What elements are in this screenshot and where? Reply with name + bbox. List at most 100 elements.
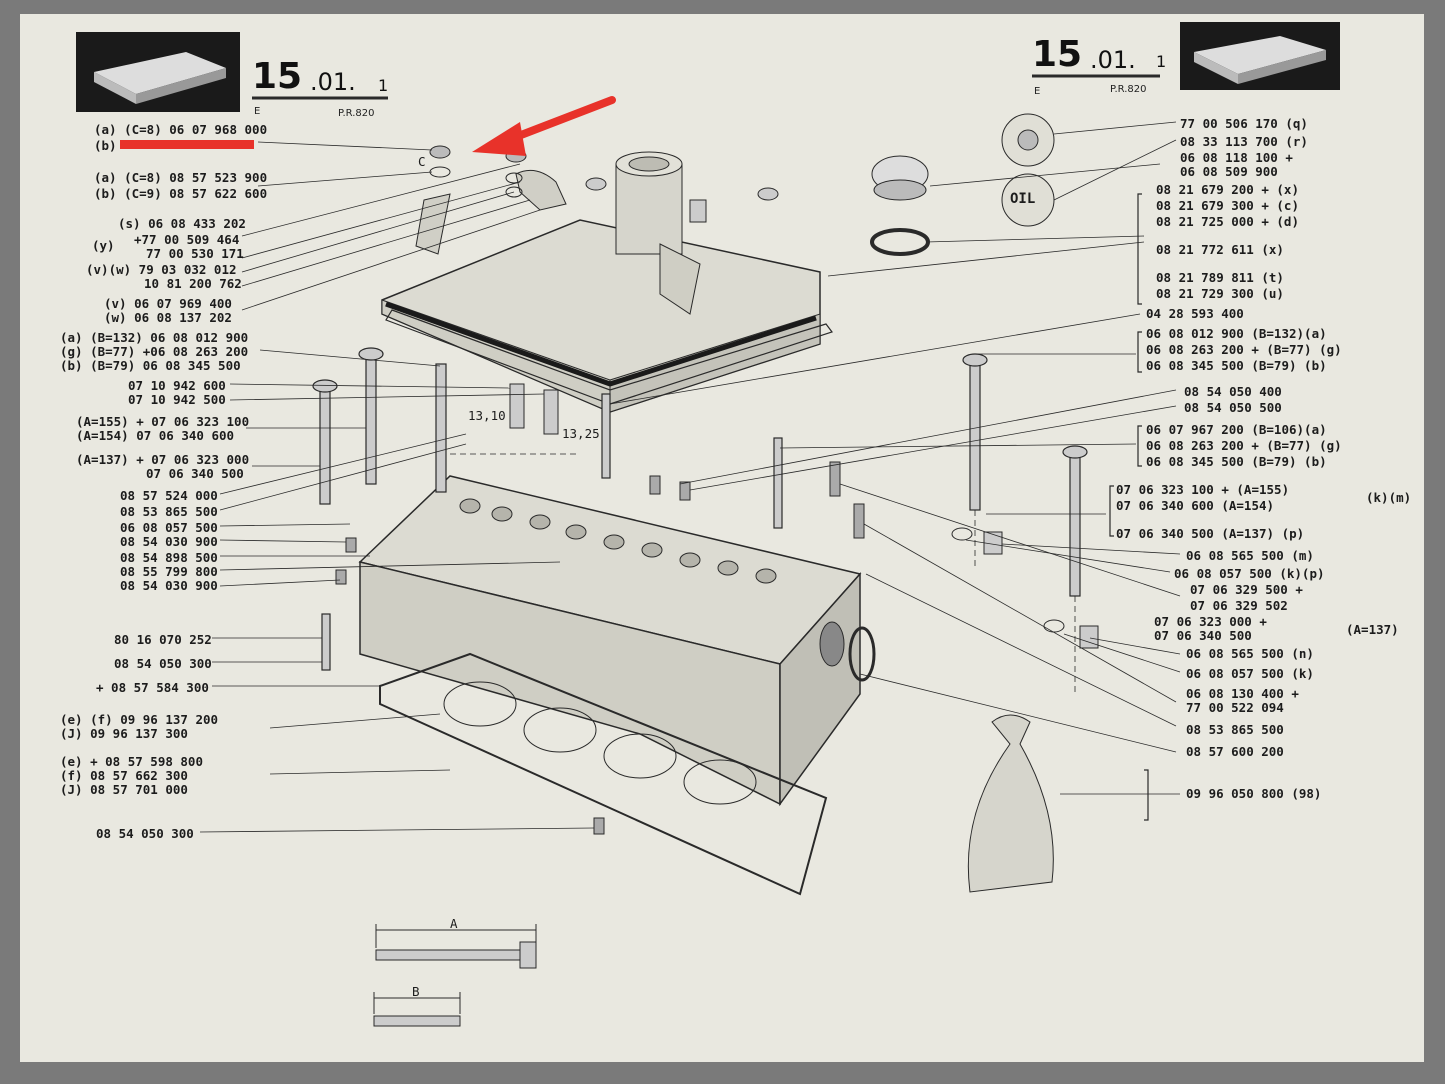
part-label: 08 21 679 200 + (x) <box>1156 182 1299 197</box>
part-label: (J) 09 96 137 300 <box>60 726 188 741</box>
part-label: 10 81 200 762 <box>144 276 242 291</box>
part-label: (A=137) + 07 06 323 000 <box>76 452 250 467</box>
part-label: 07 06 329 500 + <box>1190 582 1303 597</box>
part-label: 08 21 772 611 (x) <box>1156 242 1284 257</box>
part-label: 07 06 340 500 <box>1154 628 1252 643</box>
header-left-code: E <box>254 106 261 117</box>
part-label: 07 06 340 600 (A=154) <box>1116 498 1275 513</box>
part-label: 04 28 593 400 <box>1146 306 1244 321</box>
part-label: (a) (C=8) 08 57 523 900 <box>94 170 268 185</box>
part-label: 08 54 050 300 <box>114 656 212 671</box>
head-gasket-icon <box>379 652 828 896</box>
part-label: 06 08 345 500 (B=79) (b) <box>1146 358 1327 373</box>
part-label: 09 96 050 800 (98) <box>1186 786 1322 801</box>
part-label: 06 08 345 500 (B=79) (b) <box>1146 454 1327 469</box>
part-label: (s) 06 08 433 202 <box>118 216 246 231</box>
part-label: (b) (B=79) 06 08 345 500 <box>60 358 241 373</box>
cylinder-head-thumbnail-icon <box>1194 36 1326 84</box>
part-label: (v)(w) 79 03 032 012 <box>86 262 237 277</box>
part-label: 07 10 942 600 <box>128 378 226 393</box>
part-label: 08 54 050 500 <box>1184 400 1282 415</box>
part-label: (e) (f) 09 96 137 200 <box>60 712 219 727</box>
part-label: (a) (B=132) 06 08 012 900 <box>60 330 249 345</box>
part-label: 08 54 030 900 <box>120 578 218 593</box>
part-label: 07 06 329 502 <box>1190 598 1288 613</box>
rocker-cover-icon <box>381 219 833 413</box>
dim-c: C <box>418 154 426 169</box>
part-label: 08 54 898 500 <box>120 550 218 565</box>
part-label: (k)(m) <box>1366 490 1412 505</box>
dim-a: A <box>450 916 458 931</box>
part-label: 07 06 340 500 (A=137) (p) <box>1116 526 1305 541</box>
part-label: 07 06 323 100 + (A=155) <box>1116 482 1290 497</box>
part-label: (b) (C=9) 08 57 622 600 <box>94 186 268 201</box>
part-label: 06 08 057 500 <box>120 520 218 535</box>
dim-13-25: 13,25 <box>562 426 600 441</box>
page-number-right-sub: 1 <box>1156 52 1167 71</box>
part-label: (f) 08 57 662 300 <box>60 768 188 783</box>
part-label: (A=137) <box>1346 622 1399 637</box>
part-label: + 08 57 584 300 <box>96 680 209 695</box>
header-right-code: E <box>1034 86 1041 97</box>
part-label: (A=154) 07 06 340 600 <box>76 428 235 443</box>
part-label: 08 33 113 700 (r) <box>1180 134 1308 149</box>
oil-badge-text: OIL <box>1010 191 1036 207</box>
red-annotation-arrow <box>120 96 616 156</box>
page-number-right-minor: .01. <box>1090 46 1136 74</box>
part-label: 06 08 263 200 + (B=77) (g) <box>1146 342 1342 357</box>
part-label: +77 00 509 464 <box>134 232 240 247</box>
page-number-left-sub: 1 <box>378 76 389 95</box>
part-label: 07 06 340 500 <box>146 466 244 481</box>
oil-filler-cap-icon <box>870 155 930 256</box>
dim-b: B <box>412 984 420 999</box>
header-thumbnail-left <box>76 32 240 112</box>
part-label: 08 53 865 500 <box>1186 722 1284 737</box>
part-label: 06 08 263 200 + (B=77) (g) <box>1146 438 1342 453</box>
exploded-view-drawing <box>120 74 1181 1027</box>
dim-13-10: 13,10 <box>468 408 506 423</box>
part-label: (b) <box>94 138 117 153</box>
part-label: 06 08 130 400 + <box>1186 686 1299 701</box>
part-label: 06 08 565 500 (m) <box>1186 548 1314 563</box>
header-right-ref: P.R.820 <box>1110 84 1147 95</box>
parts-bag-icon <box>967 714 1054 893</box>
page-number-left-minor: .01. <box>310 68 356 96</box>
part-label: (w) 06 08 137 202 <box>104 310 232 325</box>
bolt-dimension-a-icon <box>375 924 537 969</box>
cylinder-head-icon <box>358 475 862 807</box>
part-label: 77 00 530 171 <box>146 246 244 261</box>
part-label: 08 21 725 000 + (d) <box>1156 214 1299 229</box>
part-label: (A=155) + 07 06 323 100 <box>76 414 250 429</box>
part-label: 08 53 865 500 <box>120 504 218 519</box>
cover-thumbnail-icon <box>94 52 226 104</box>
part-label: 08 54 050 300 <box>96 826 194 841</box>
part-label: (y) <box>92 238 115 253</box>
part-label: 08 57 600 200 <box>1186 744 1284 759</box>
part-label: (g) (B=77) +06 08 263 200 <box>60 344 249 359</box>
part-label: 06 08 057 500 (k) <box>1186 666 1314 681</box>
part-label: 08 21 679 300 + (c) <box>1156 198 1299 213</box>
part-label: 77 00 506 170 (q) <box>1180 116 1308 131</box>
part-label: 08 54 050 400 <box>1184 384 1282 399</box>
part-label: 07 10 942 500 <box>128 392 226 407</box>
part-label: 08 21 729 300 (u) <box>1156 286 1284 301</box>
part-label: (e) + 08 57 598 800 <box>60 754 203 769</box>
part-label: 08 21 789 811 (t) <box>1156 270 1284 285</box>
part-label: (J) 08 57 701 000 <box>60 782 188 797</box>
header-thumbnail-right <box>1180 22 1340 90</box>
part-label: 06 08 509 900 <box>1180 164 1278 179</box>
part-label: 06 08 057 500 (k)(p) <box>1174 566 1325 581</box>
page-number-left-major: 15 <box>252 56 303 97</box>
part-label: 77 00 522 094 <box>1186 700 1284 715</box>
parts-diagram-sheet: 15 .01. 1 E P.R.820 15 .01. 1 E P.R.820 <box>20 14 1424 1062</box>
page-number-right-major: 15 <box>1032 34 1083 75</box>
part-label: (a) (C=8) 06 07 968 000 <box>94 122 268 137</box>
bolt-dimension-b-icon <box>373 992 461 1027</box>
part-label: 08 54 030 900 <box>120 534 218 549</box>
header-left-ref: P.R.820 <box>338 108 375 119</box>
part-label: 06 08 565 500 (n) <box>1186 646 1314 661</box>
part-label: 08 55 799 800 <box>120 564 218 579</box>
part-label: 06 07 967 200 (B=106)(a) <box>1146 422 1327 437</box>
oil-filler-neck-icon <box>615 151 701 315</box>
part-label: 08 57 524 000 <box>120 488 218 503</box>
